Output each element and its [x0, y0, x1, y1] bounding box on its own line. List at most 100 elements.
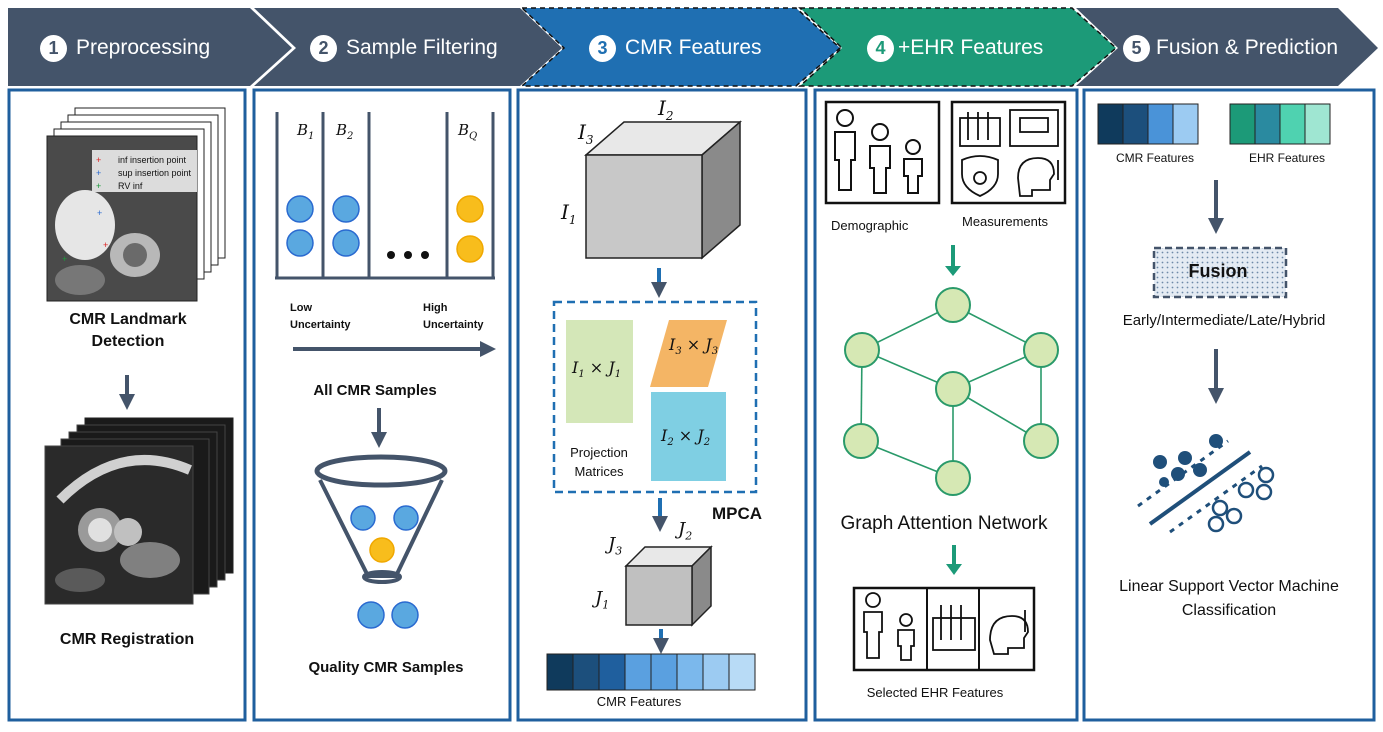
bin-b1: B1 — [297, 121, 315, 142]
legend-sup: sup insertion point — [118, 168, 192, 178]
fusion-box — [1152, 246, 1288, 299]
projection-label-1: Projection — [570, 445, 628, 460]
dim-j1: J1 — [595, 588, 610, 612]
dim-j2: J2 — [678, 519, 693, 543]
svm-icon — [1137, 434, 1275, 534]
all-samples-label: All CMR Samples — [313, 382, 437, 399]
cmr-features-label-p5: CMR Features — [1115, 151, 1195, 165]
feature-cell — [650, 653, 678, 691]
stage-3-label: CMR Features — [625, 36, 762, 59]
proj-1-label: I1 × J1 — [572, 358, 622, 381]
landmark-title-line1: CMR Landmark — [69, 311, 187, 328]
filter-funnel — [314, 454, 448, 629]
graph-nodes — [843, 287, 1059, 496]
stage-3-title: 3 CMR Features — [589, 28, 762, 68]
feature-cell — [676, 653, 704, 691]
legend-rv: RV inf — [118, 181, 143, 191]
feature-cell — [546, 653, 574, 691]
selected-ehr-label: Selected EHR Features — [866, 685, 1004, 700]
cmr-feature-vector-small — [1097, 103, 1199, 145]
svg-text:+: + — [96, 168, 101, 178]
quality-samples-label: Quality CMR Samples — [308, 659, 464, 676]
classifier-label-2: Classification — [1181, 602, 1277, 619]
feature-cell — [1279, 103, 1306, 145]
svg-text:+: + — [96, 155, 101, 165]
feature-cell — [1304, 103, 1331, 145]
stage-header-1 — [8, 8, 292, 86]
svg-text:+: + — [103, 240, 108, 250]
bin-b2: B2 — [336, 121, 354, 142]
demographic-label: Demographic — [831, 218, 909, 233]
high-label-1: High — [423, 302, 448, 314]
mri-stack-landmark: + + + + + + — [46, 107, 226, 302]
stage-5-number: 5 — [1123, 34, 1150, 62]
stage-5-label: Fusion & Prediction — [1156, 36, 1339, 59]
dim-j3: J3 — [608, 534, 623, 558]
feature-cell — [1229, 103, 1256, 145]
fusion-label: Fusion — [1188, 261, 1248, 281]
proj-matrix-1 — [566, 320, 633, 423]
stage-1-label: Preprocessing — [76, 36, 211, 59]
input-tensor-cube — [583, 120, 743, 260]
stage-4-title: 4 +EHR Features — [867, 28, 1043, 68]
dim-i2: I2 — [658, 96, 674, 123]
measurements-label: Measurements — [962, 214, 1048, 229]
proj-2-label: I3 × J3 — [669, 335, 719, 358]
stage-header-2 — [254, 8, 562, 86]
stage-4-number: 4 — [867, 34, 894, 62]
feature-cell — [1097, 103, 1124, 145]
feature-cell — [1254, 103, 1281, 145]
stage-3-number: 3 — [589, 34, 616, 62]
uncertainty-bins — [275, 112, 495, 280]
projection-box — [552, 300, 758, 494]
demographic-icon — [824, 100, 941, 205]
bin-samples — [286, 195, 484, 263]
proj-matrix-3 — [651, 392, 726, 481]
high-label-2: Uncertainty — [423, 319, 484, 331]
panel-sample-filtering — [252, 88, 512, 722]
mri-stack-registration — [44, 417, 234, 605]
svg-text:+: + — [62, 254, 67, 264]
feature-cell — [598, 653, 626, 691]
stage-header-5 — [1076, 8, 1378, 86]
arrow-p4a-head — [945, 266, 961, 276]
stage-4-label: +EHR Features — [898, 36, 1044, 59]
ehr-features-label-p5: EHR Features — [1248, 151, 1326, 165]
cmr-feature-vector — [546, 653, 756, 691]
stage-2-title: 2 Sample Filtering — [310, 28, 498, 68]
cmr-features-label-p3: CMR Features — [596, 694, 682, 709]
feature-cell — [624, 653, 652, 691]
gat-label: Graph Attention Network — [840, 513, 1048, 534]
feature-cell — [1147, 103, 1174, 145]
arrow-p4b-head — [946, 564, 962, 575]
svg-text:+: + — [97, 208, 102, 218]
proj-matrix-2 — [650, 320, 727, 387]
svg-text:+: + — [96, 181, 101, 191]
bin-bq: BQ — [458, 121, 478, 142]
classifier-label-1: Linear Support Vector Machine — [1119, 578, 1339, 595]
legend-inf: inf insertion point — [118, 155, 187, 165]
stage-2-number: 2 — [310, 34, 337, 62]
stage-1-title: 1 Preprocessing — [40, 28, 210, 68]
feature-cell — [702, 653, 730, 691]
stage-header-3 — [520, 7, 842, 87]
feature-cell — [1172, 103, 1199, 145]
landmark-title-line2: Detection — [91, 333, 165, 350]
stage-1-number: 1 — [40, 34, 67, 62]
proj-3-label: I2 × J2 — [661, 426, 711, 449]
fusion-types-label: Early/Intermediate/Late/Hybrid — [1122, 312, 1326, 329]
selected-ehr-box — [852, 586, 1036, 672]
feature-cell — [572, 653, 600, 691]
ehr-feature-vector-small — [1229, 103, 1331, 145]
registration-title: CMR Registration — [59, 631, 195, 648]
people-icon — [834, 109, 923, 194]
dim-i3: I3 — [578, 120, 594, 147]
selected-ehr-icons — [863, 592, 1029, 661]
stage-2-label: Sample Filtering — [346, 36, 498, 59]
dim-i1: I1 — [561, 200, 577, 227]
lab-icons — [959, 109, 1059, 197]
feature-cell — [728, 653, 756, 691]
stage-5-title: 5 Fusion & Prediction — [1123, 28, 1338, 68]
reduced-tensor-cube — [624, 545, 713, 627]
